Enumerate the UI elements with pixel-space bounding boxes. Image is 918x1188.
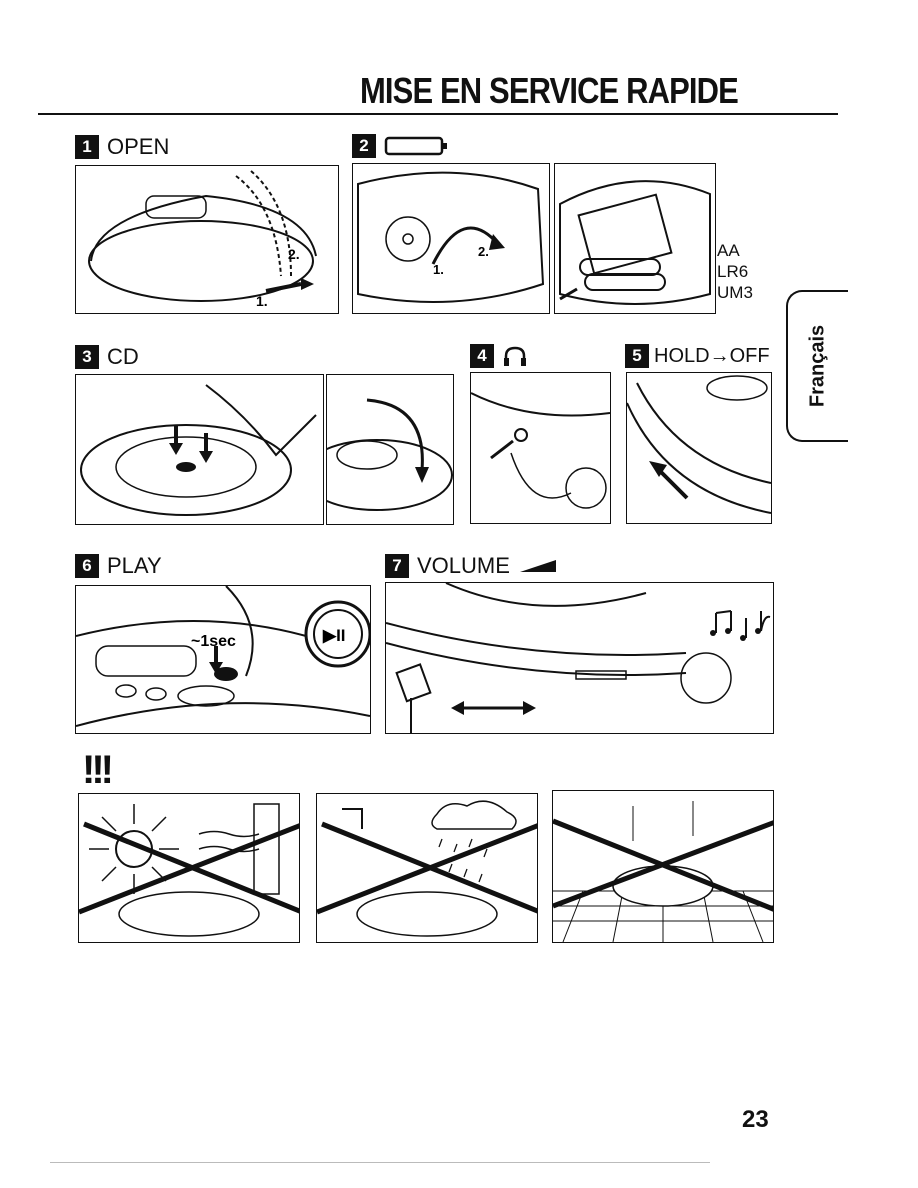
batteries-drawing: [559, 180, 711, 305]
page-number: 23: [742, 1106, 769, 1133]
step-2-illustration-a: 1. 2.: [352, 163, 550, 314]
battery-type: LR6: [717, 262, 749, 281]
step-label: PLAY: [107, 553, 162, 578]
step-number: 7: [385, 554, 409, 578]
battery-types: AA LR6 UM3: [717, 240, 753, 303]
warning-water-panel: [316, 793, 538, 943]
step-label: VOLUME: [417, 553, 510, 578]
step-3-illustration-a: [75, 374, 324, 525]
mark-1: 1.: [256, 293, 268, 309]
step-2-header: 2: [352, 134, 450, 158]
water-rain-icon: [317, 800, 537, 937]
step-number: 4: [470, 344, 494, 368]
step-number: 1: [75, 135, 99, 159]
step-4-header: 4: [470, 344, 528, 368]
insert-cd-drawing: [80, 384, 317, 516]
play-pause-symbol: ▶II: [322, 626, 346, 645]
title-rule: [38, 113, 838, 115]
drop-impact-icon: [553, 801, 773, 942]
warning-mark: !!!: [82, 748, 114, 792]
step-1-header: 1 OPEN: [75, 134, 169, 160]
music-notes-icon: [710, 610, 771, 641]
step-1-illustration: 2. 1.: [75, 165, 339, 314]
page-title: MISE EN SERVICE RAPIDE: [360, 70, 739, 111]
mark-1: 1.: [433, 262, 444, 277]
play-button-drawing: ~1sec ▶II: [76, 586, 370, 727]
step-4-illustration: [470, 372, 611, 524]
step-3-header: 3 CD: [75, 344, 139, 370]
mark-2: 2.: [288, 246, 300, 262]
language-tab: Français: [786, 290, 848, 442]
step-7-illustration: [385, 582, 774, 734]
step-label: HOLD→OFF: [654, 344, 770, 367]
step-5-header: 5 HOLD→OFF: [625, 344, 770, 368]
sun-heat-icon: [79, 803, 299, 937]
volume-control-drawing: [386, 583, 771, 733]
headphones-icon: [504, 346, 526, 366]
press-duration-callout: ~1sec: [191, 633, 236, 650]
step-number: 5: [625, 344, 649, 368]
scan-artifact-line: [50, 1162, 710, 1163]
battery-type: AA: [717, 241, 740, 260]
mark-2: 2.: [478, 244, 489, 259]
step-2-illustration-b: [554, 163, 716, 314]
step-3-illustration-b: [326, 374, 454, 525]
close-lid-drawing: [327, 398, 453, 511]
step-6-illustration: ~1sec ▶II: [75, 585, 371, 734]
hold-switch-drawing: [627, 375, 771, 514]
battery-door-drawing: 1. 2.: [357, 171, 545, 303]
step-6-header: 6 PLAY: [75, 553, 162, 579]
battery-icon: [384, 136, 447, 156]
step-7-header: 7 VOLUME: [385, 553, 558, 579]
battery-type: UM3: [717, 283, 753, 302]
step-label: OPEN: [107, 134, 170, 159]
step-label: CD: [107, 344, 139, 369]
volume-ramp-icon: [519, 560, 556, 572]
warning-heat-panel: [78, 793, 300, 943]
open-lid-drawing: 2. 1.: [88, 170, 317, 309]
step-number: 6: [75, 554, 99, 578]
step-number: 3: [75, 345, 99, 369]
headphone-jack-drawing: [471, 392, 610, 509]
step-5-illustration: [626, 372, 772, 524]
warning-drop-panel: [552, 790, 774, 943]
language-tab-label: Français: [806, 324, 829, 408]
step-number: 2: [352, 134, 376, 158]
